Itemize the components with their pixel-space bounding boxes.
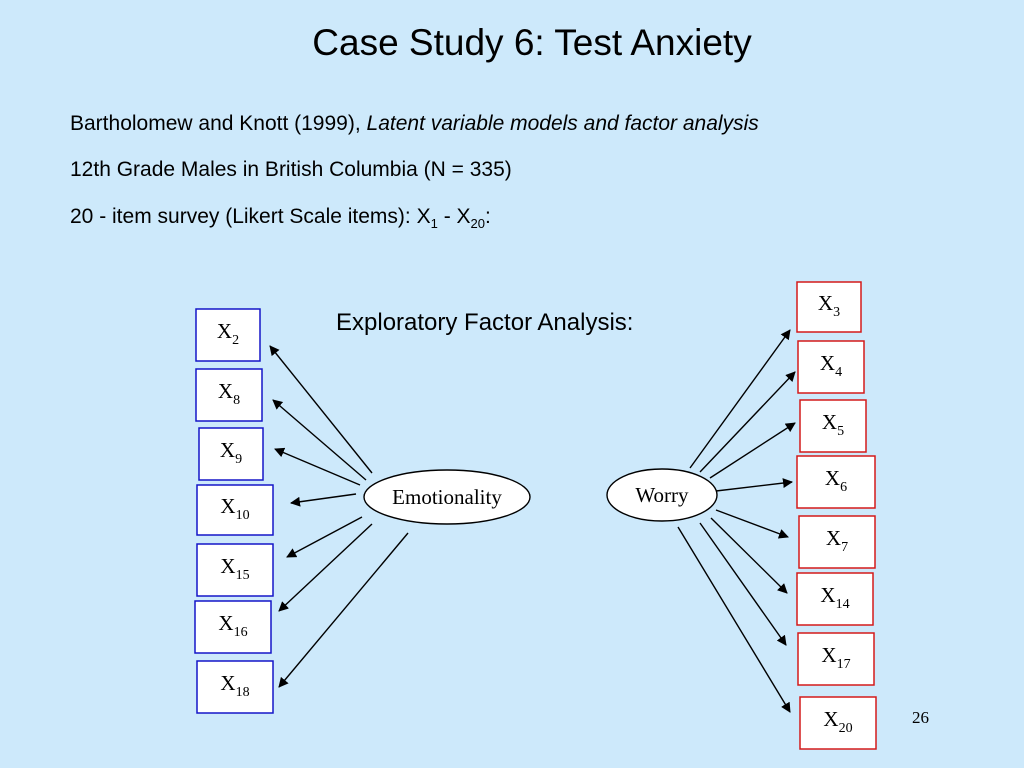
emotionality-loading-arrow-2: [272, 399, 367, 481]
diagram-heading: Exploratory Factor Analysis:: [336, 309, 634, 336]
worry-loading-arrow-6: [710, 517, 788, 594]
right-item-box-x20: X20: [799, 696, 877, 750]
emotionality-loading-arrow-6: [278, 523, 373, 612]
worry-loading-arrow-8: [677, 526, 791, 713]
survey-suffix: :: [485, 205, 491, 228]
right-item-box-x3: X3: [796, 281, 862, 333]
left-item-box-x16: X16: [194, 600, 272, 654]
right-item-box-x4: X4: [797, 340, 865, 394]
worry-loading-arrow-7: [699, 522, 787, 646]
survey-middle: - X: [437, 205, 471, 228]
emotionality-loading-arrow-3: [274, 447, 361, 486]
left-item-box-x8: X8: [195, 368, 263, 422]
left-item-box-x15: X15: [196, 543, 274, 597]
reference-book-title: Latent variable models and factor analys…: [366, 112, 759, 135]
page-number: 26: [912, 708, 929, 727]
reference-line: Bartholomew and Knott (1999), Latent var…: [70, 112, 759, 136]
right-item-box-x7: X7: [798, 515, 876, 569]
emotionality-factor-label: Emotionality: [392, 485, 502, 509]
right-item-box-x6: X6: [796, 455, 876, 509]
emotionality-loading-arrow-5: [286, 516, 363, 558]
arrows-layer: [269, 329, 796, 713]
emotionality-loading-arrow-1: [269, 345, 373, 474]
survey-line: 20 - item survey (Likert Scale items): X…: [70, 205, 491, 231]
survey-sub-last: 20: [470, 216, 486, 232]
worry-factor-label: Worry: [635, 483, 689, 507]
emotionality-factor-node: Emotionality: [363, 469, 531, 525]
worry-factor-node: Worry: [606, 468, 718, 522]
worry-loading-arrow-2: [699, 371, 796, 473]
left-item-box-x10: X10: [196, 484, 274, 536]
emotionality-loading-arrow-7: [278, 532, 409, 688]
right-item-box-x17: X17: [797, 632, 875, 686]
survey-sub-first: 1: [430, 216, 438, 232]
survey-prefix: 20 - item survey (Likert Scale items): X: [70, 205, 431, 228]
slide-title: Case Study 6: Test Anxiety: [312, 22, 752, 63]
sample-line: 12th Grade Males in British Columbia (N …: [70, 158, 512, 181]
worry-loading-arrow-3: [709, 422, 796, 479]
left-item-box-x9: X9: [198, 427, 264, 481]
emotionality-loading-arrow-4: [290, 493, 357, 507]
left-item-box-x2: X2: [195, 308, 261, 362]
right-item-box-x14: X14: [796, 572, 874, 626]
worry-loading-arrow-1: [689, 329, 791, 469]
reference-authors: Bartholomew and Knott (1999),: [70, 112, 367, 135]
worry-loading-arrow-4: [715, 478, 793, 492]
left-item-box-x18: X18: [196, 660, 274, 714]
worry-loading-arrow-5: [715, 509, 789, 539]
right-item-box-x5: X5: [799, 399, 867, 453]
